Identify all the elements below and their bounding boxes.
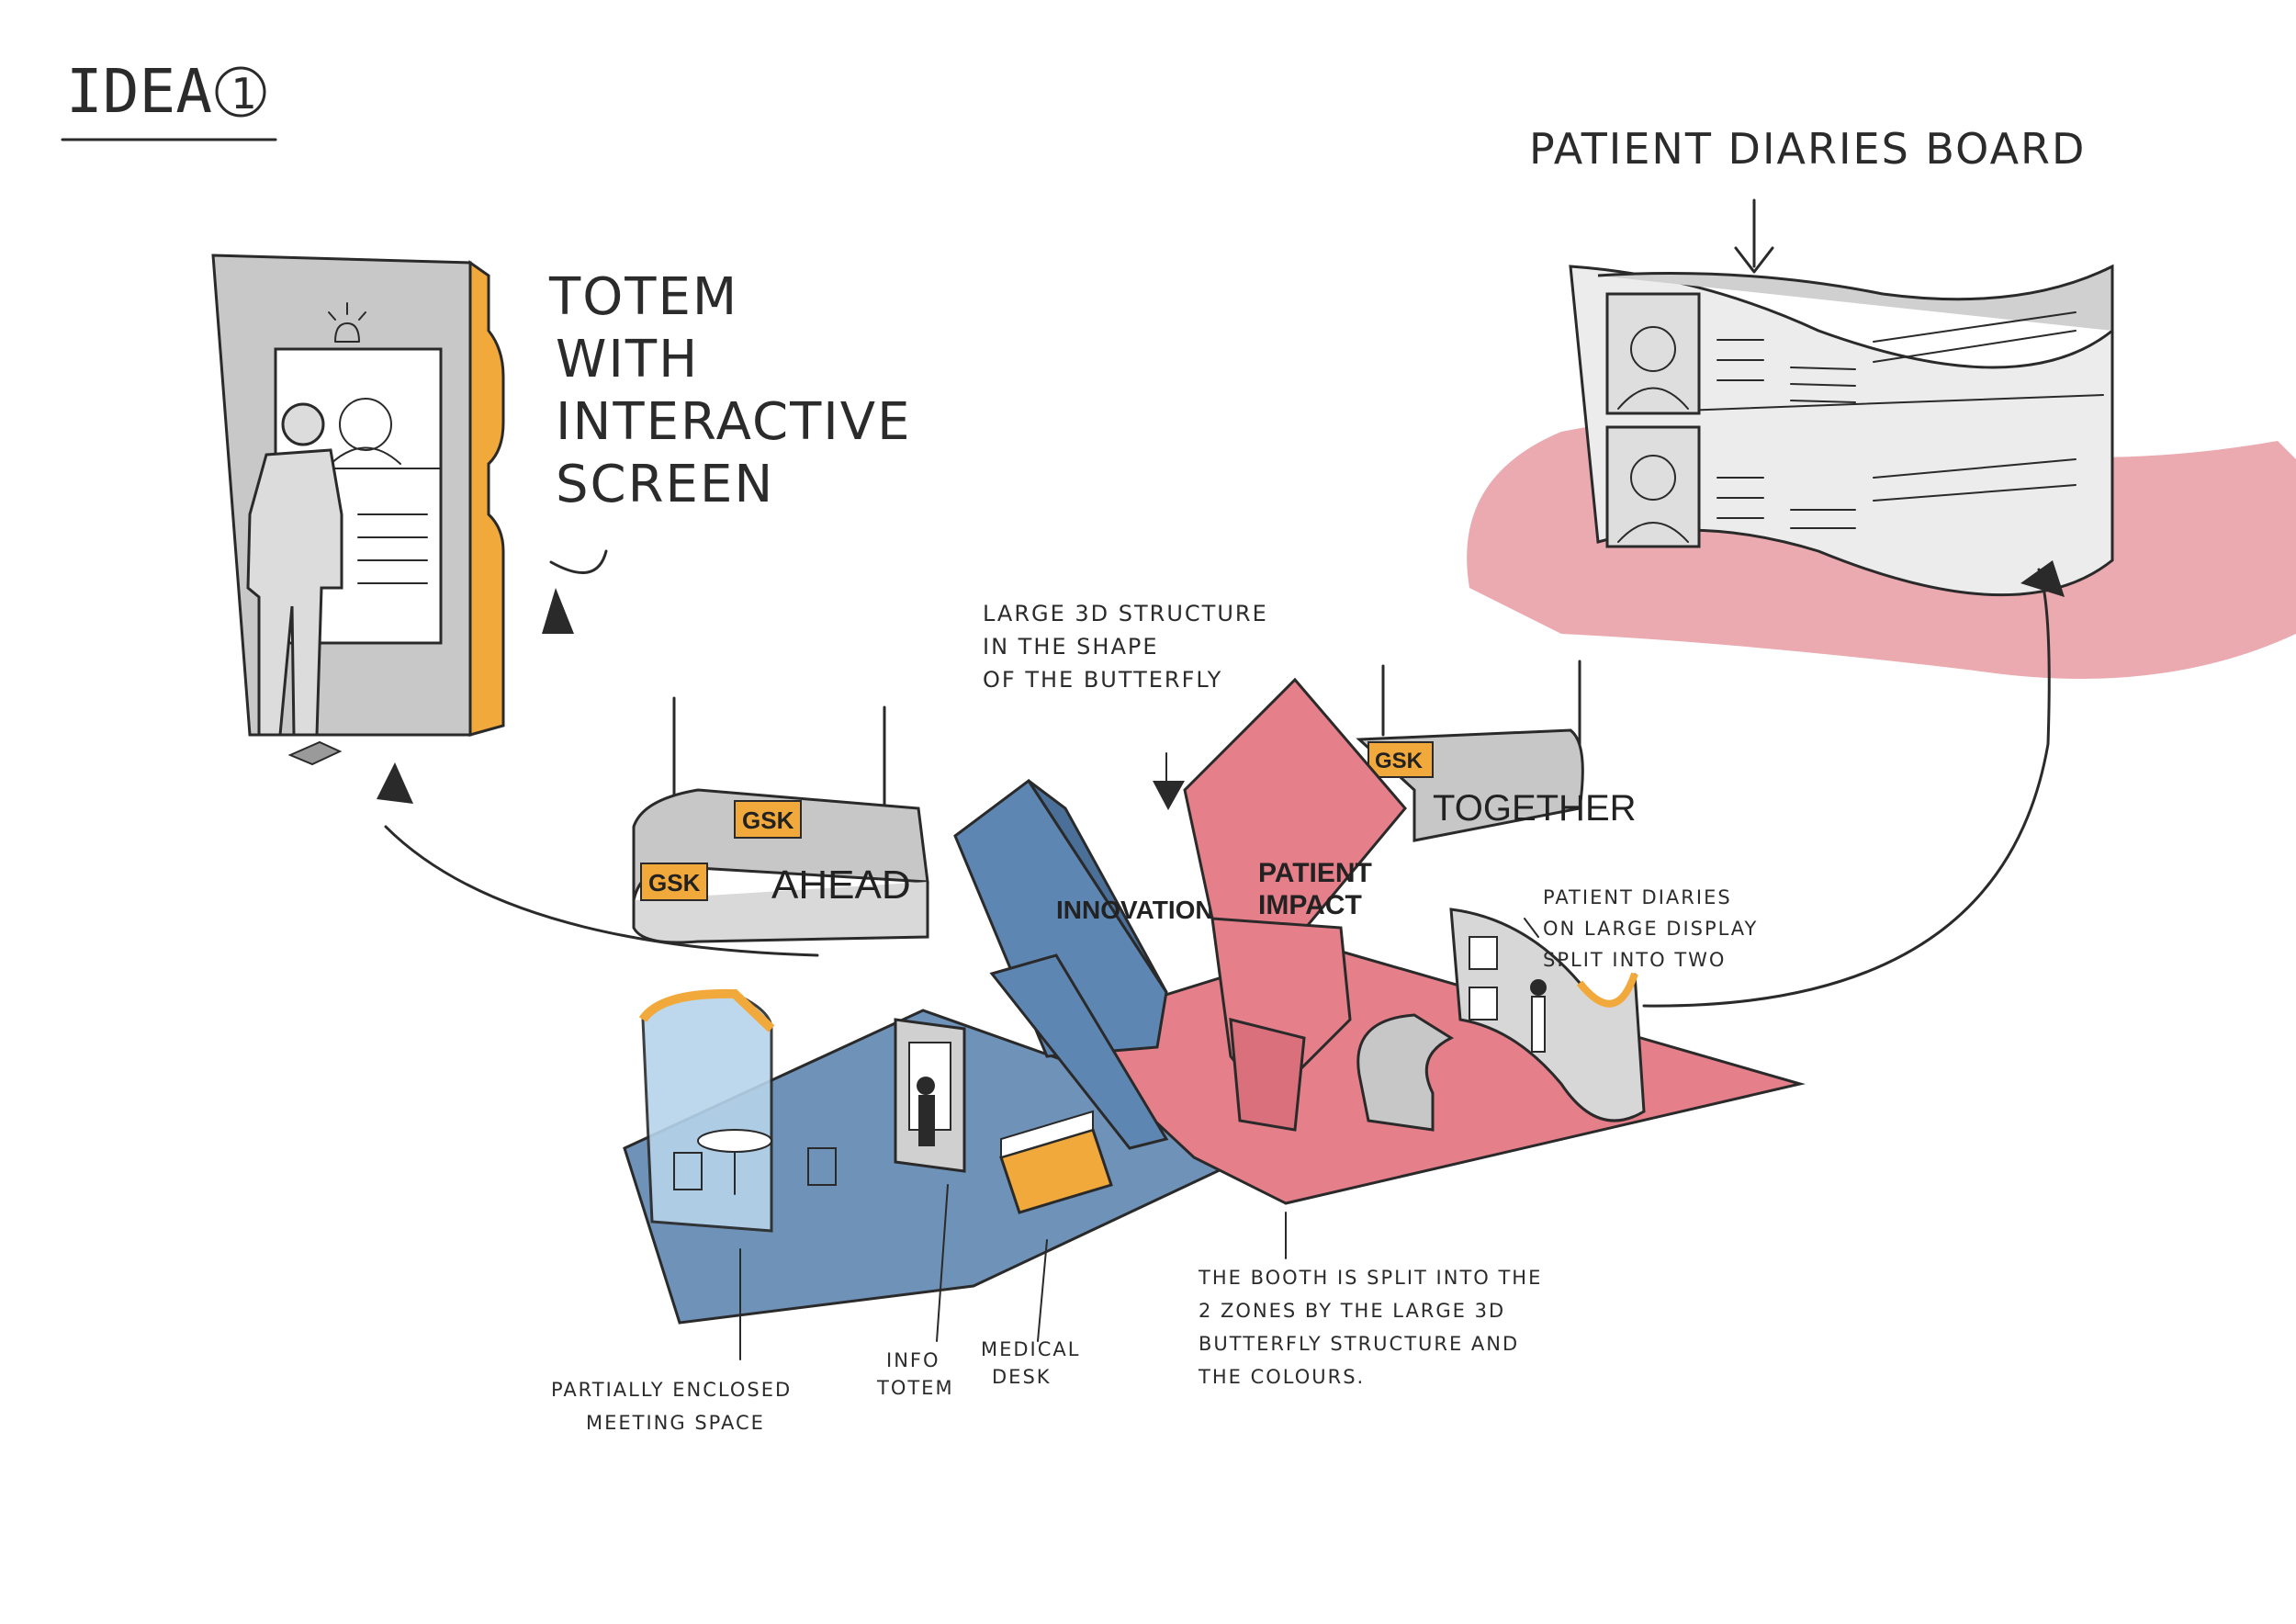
portrait-frame-2 — [1605, 425, 1701, 548]
svg-text:INFO: INFO — [886, 1349, 940, 1371]
arrow-to-totem — [384, 825, 819, 957]
medical-desk-illustration — [999, 1110, 1113, 1214]
totem-label-1: TOTEM — [548, 267, 738, 327]
svg-text:THE BOOTH IS SPLIT INTO THE: THE BOOTH IS SPLIT INTO THE — [1198, 1267, 1542, 1289]
totem-label-4: SCREEN — [556, 455, 774, 514]
lounge-and-display — [1356, 908, 1646, 1132]
svg-text:BUTTERFLY STRUCTURE AND: BUTTERFLY STRUCTURE AND — [1199, 1333, 1519, 1355]
svg-text:DESK: DESK — [992, 1366, 1052, 1388]
annotation-butterfly: LARGE 3D STRUCTURE IN THE SHAPE OF THE B… — [983, 601, 1268, 693]
info-totem-illustration — [894, 1018, 966, 1173]
diary-text-lines — [1716, 311, 2077, 529]
page-title: IDEA — [66, 56, 212, 127]
svg-text:SPLIT INTO TWO: SPLIT INTO TWO — [1543, 949, 1726, 971]
person-icon — [246, 402, 343, 766]
gsk-logo-1: GSK — [742, 806, 794, 834]
arrow-icon — [549, 549, 608, 575]
arrow-icon — [542, 588, 574, 634]
arrow-to-board — [1642, 568, 2051, 1008]
arrow-icon — [1153, 781, 1185, 810]
diaries-display — [1449, 908, 1646, 1122]
portrait-frame-1 — [1605, 292, 1701, 415]
person-icon — [1530, 979, 1547, 996]
svg-text:MEDICAL: MEDICAL — [981, 1338, 1080, 1360]
annotation-info-totem: INFO TOTEM — [876, 1349, 954, 1399]
annotation-medical-desk: MEDICAL DESK — [981, 1338, 1080, 1388]
patient-diaries-board-label: PATIENT DIARIES BOARD — [1529, 124, 2086, 174]
curved-sofa — [1356, 1013, 1455, 1132]
svg-text:TOTEM: TOTEM — [876, 1377, 954, 1399]
totem-label-3: INTERACTIVE — [556, 392, 911, 452]
svg-text:OF THE BUTTERFLY: OF THE BUTTERFLY — [983, 667, 1222, 693]
leader-lines — [377, 560, 2065, 1360]
title-number: 1 — [231, 69, 256, 118]
svg-text:MEETING SPACE: MEETING SPACE — [586, 1412, 765, 1434]
title-number-circle — [215, 66, 266, 118]
svg-text:PARTIALLY ENCLOSED: PARTIALLY ENCLOSED — [551, 1379, 792, 1401]
title-group: IDEA 1 — [61, 56, 277, 141]
svg-text:2 ZONES BY THE LARGE 3D: 2 ZONES BY THE LARGE 3D — [1199, 1300, 1505, 1322]
svg-text:PATIENT DIARIES: PATIENT DIARIES — [1543, 886, 1732, 908]
innovation-sign: INNOVATION — [1056, 896, 1214, 924]
butterfly-structure: INNOVATION PATIENT IMPACT — [953, 677, 1407, 1150]
diaries-board-panel — [1569, 265, 2114, 597]
totem-label-2: WITH — [556, 330, 699, 389]
chair-icon — [807, 1147, 837, 1186]
gsk-logo-3: GSK — [1375, 749, 1424, 773]
annotation-booth-split: THE BOOTH IS SPLIT INTO THE 2 ZONES BY T… — [1198, 1267, 1542, 1388]
ahead-sign: AHEAD — [771, 863, 911, 908]
svg-text:ON LARGE DISPLAY: ON LARGE DISPLAY — [1543, 918, 1758, 940]
totem-illustration — [211, 254, 608, 766]
gsk-logo-2: GSK — [648, 869, 701, 897]
svg-text:THE COLOURS.: THE COLOURS. — [1198, 1366, 1365, 1388]
meeting-space — [638, 988, 837, 1233]
patient-diaries-board-illustration — [1467, 198, 2296, 679]
ahead-banner: GSK GSK AHEAD — [632, 696, 929, 944]
together-banner: GSK TOGETHER — [1356, 660, 1637, 842]
arrow-icon — [2020, 560, 2065, 597]
arrow-icon — [377, 762, 413, 804]
svg-text:LARGE 3D STRUCTURE: LARGE 3D STRUCTURE — [983, 601, 1268, 626]
annotation-diaries-display: PATIENT DIARIES ON LARGE DISPLAY SPLIT I… — [1543, 886, 1758, 971]
totem-annotation: TOTEM WITH INTERACTIVE SCREEN — [548, 267, 911, 514]
annotation-meeting-space: PARTIALLY ENCLOSED MEETING SPACE — [551, 1379, 792, 1434]
person-icon — [917, 1077, 935, 1095]
table-icon — [697, 1129, 772, 1153]
lightbulb-icon — [328, 302, 366, 343]
screen-face — [339, 398, 392, 451]
patient-impact-sign-2: IMPACT — [1258, 890, 1362, 920]
patient-impact-sign-1: PATIENT — [1258, 858, 1372, 888]
svg-text:IN THE SHAPE: IN THE SHAPE — [983, 634, 1159, 660]
together-sign: TOGETHER — [1433, 788, 1637, 829]
totem-edge-accent — [468, 260, 505, 737]
chair-icon — [673, 1152, 703, 1190]
